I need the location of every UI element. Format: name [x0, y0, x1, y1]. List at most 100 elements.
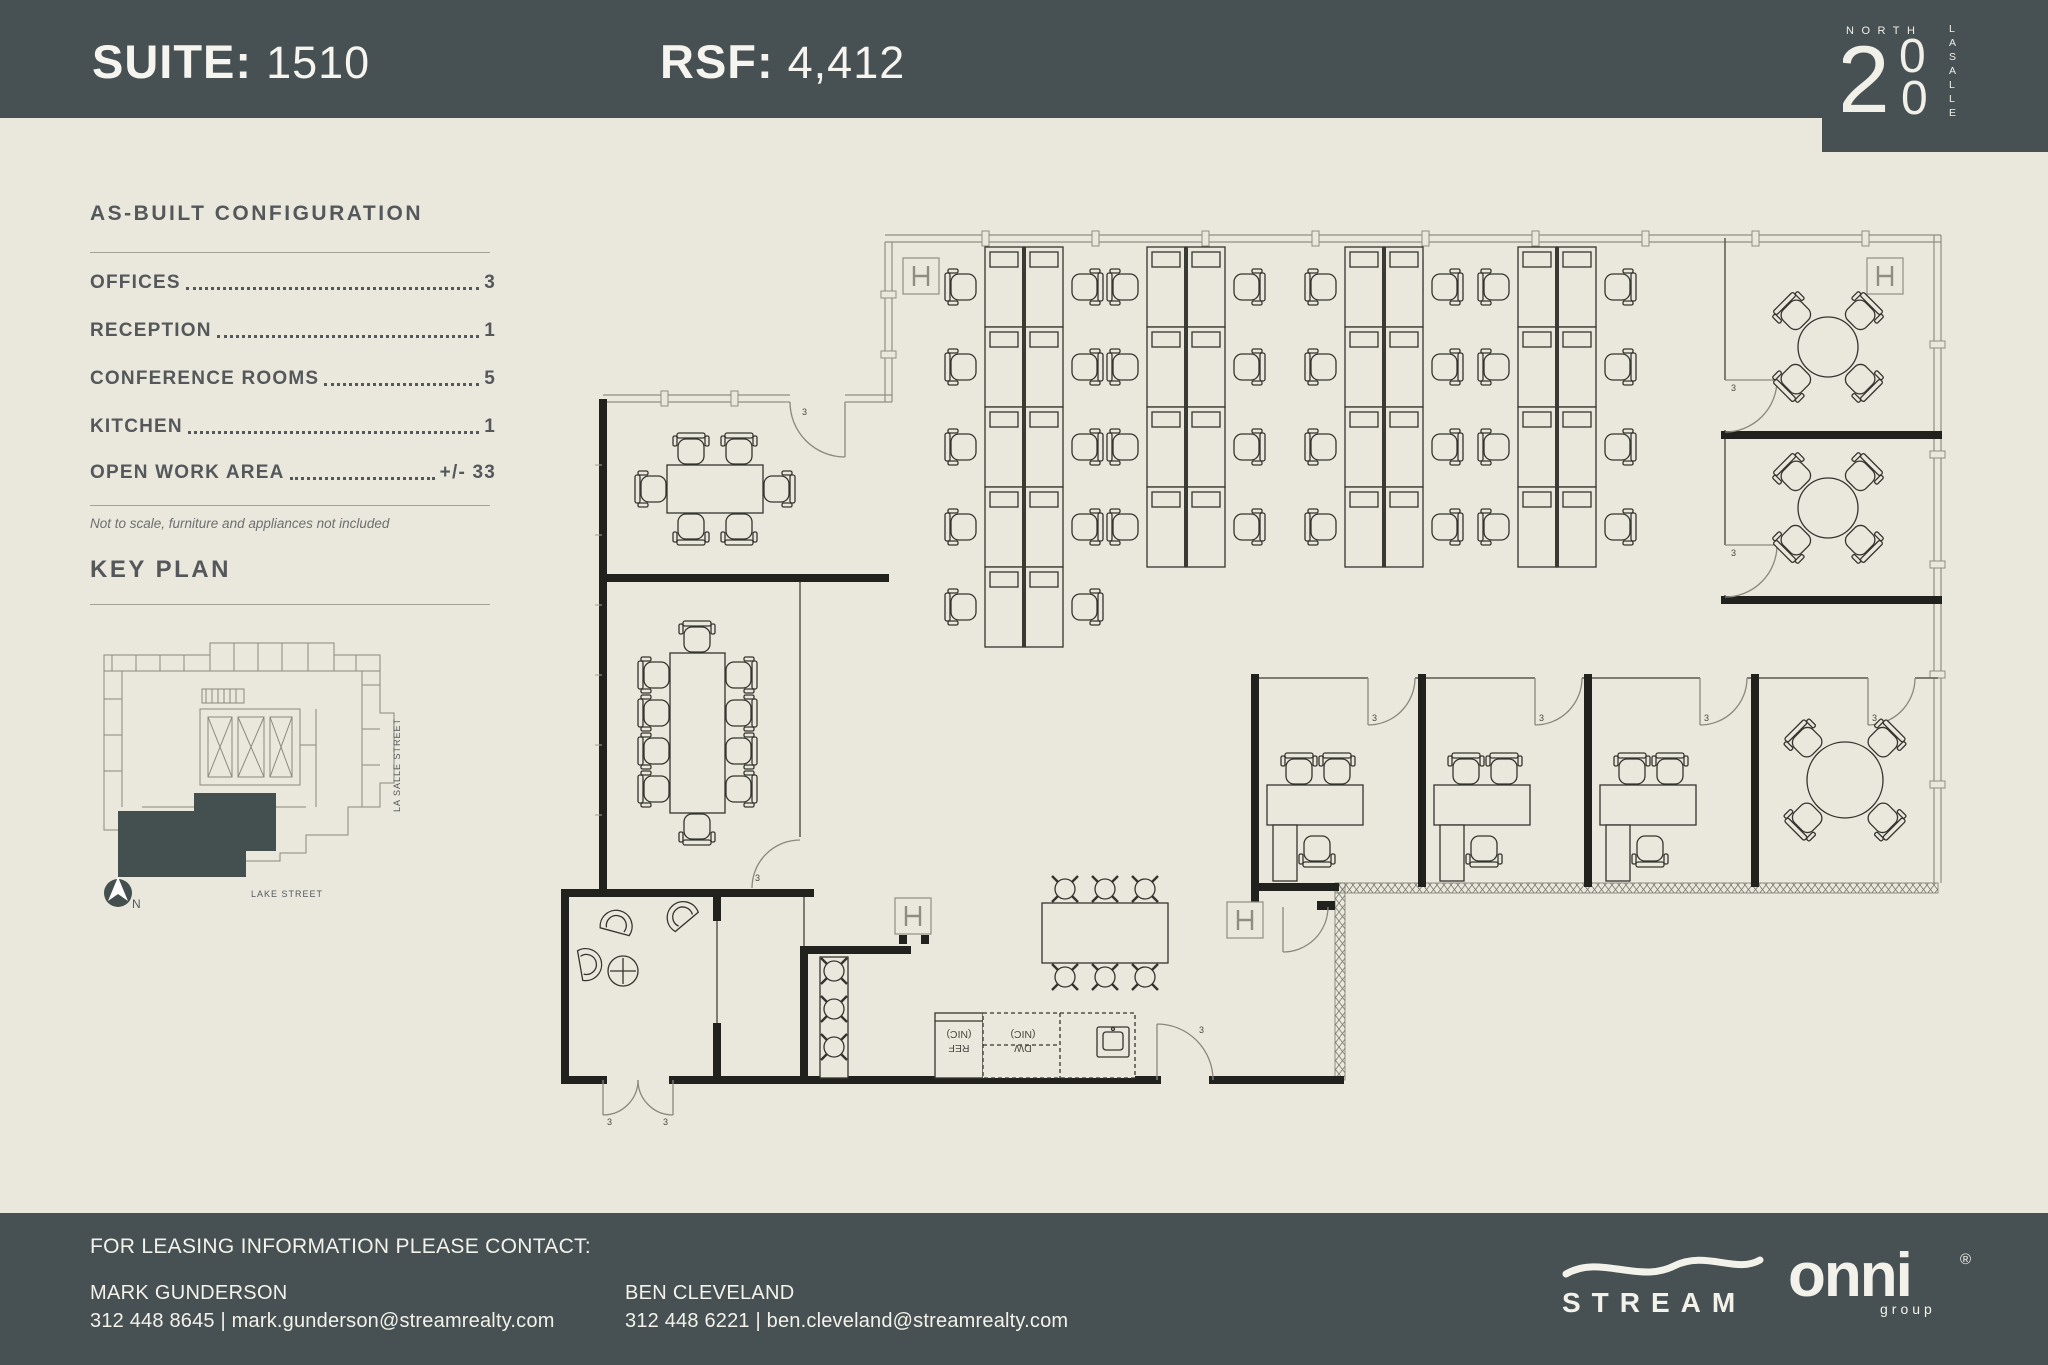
- stream-logo: STREAM: [1562, 1256, 1764, 1318]
- office-3: [1599, 752, 1697, 882]
- leader-dots: [185, 287, 480, 290]
- furniture: [576, 247, 1910, 1079]
- walls: [561, 399, 1942, 1084]
- svg-text:3: 3: [663, 1117, 668, 1127]
- config-value: +/- 33: [439, 462, 496, 483]
- svg-text:E: E: [1949, 107, 1956, 119]
- logo-north-text: NORTH: [1846, 25, 1922, 37]
- kitchen-island: [1041, 874, 1169, 992]
- meeting-room-1: [1769, 288, 1887, 406]
- contact-name: BEN CLEVELAND: [625, 1282, 795, 1304]
- config-label: RECEPTION: [90, 320, 212, 341]
- svg-text:3: 3: [1539, 713, 1544, 723]
- floor-plan: REF (NIC) DW (NIC) 3 3 3 3 3 3 3 3 3 3 3: [561, 230, 1946, 1127]
- meeting-room-2: [1769, 449, 1887, 567]
- config-label: OPEN WORK AREA: [90, 462, 285, 483]
- rsf-label: RSF:: [660, 35, 774, 88]
- plan-labels: REF (NIC) DW (NIC) 3 3 3 3 3 3 3 3 3 3 3: [607, 383, 1877, 1127]
- config-row-reception: RECEPTION 1: [90, 320, 496, 342]
- contact-line[interactable]: 312 448 6221 | ben.cleveland@streamrealt…: [625, 1310, 1069, 1332]
- onni-wordmark: onni: [1788, 1241, 1911, 1310]
- logo-zero-top: 0: [1899, 30, 1926, 83]
- key-plan-title: KEY PLAN: [90, 556, 231, 583]
- wall-stubs: [899, 901, 1335, 944]
- svg-text:3: 3: [1199, 1025, 1204, 1035]
- reception-area: [576, 894, 700, 987]
- svg-text:3: 3: [1372, 713, 1377, 723]
- ref-label: REF (NIC): [946, 1028, 971, 1054]
- contact-line[interactable]: 312 448 8645 | mark.gunderson@streamreal…: [90, 1310, 555, 1332]
- suite-highlight: [118, 793, 276, 877]
- office-1: [1266, 752, 1364, 882]
- config-label: KITCHEN: [90, 416, 183, 437]
- disclaimer-text: Not to scale, furniture and appliances n…: [90, 516, 390, 531]
- workstation-benches: [945, 247, 1636, 647]
- logo-two: 2: [1843, 27, 1890, 132]
- stream-wordmark: STREAM: [1562, 1287, 1746, 1318]
- config-label: OFFICES: [90, 272, 181, 293]
- onni-group-text: group: [1880, 1301, 1936, 1317]
- suite-label: SUITE:: [92, 35, 253, 88]
- office-2: [1433, 752, 1531, 882]
- leader-dots: [216, 335, 480, 338]
- config-value: 5: [484, 368, 496, 389]
- door-tags: 3 3 3 3 3 3 3 3 3 3 3: [607, 383, 1877, 1127]
- conference-room-1: [634, 432, 796, 546]
- column-icon: [1225, 900, 1265, 940]
- svg-text:3: 3: [1704, 713, 1709, 723]
- config-row-open-work: OPEN WORK AREA +/- 33: [90, 462, 496, 484]
- sink-icon: [1096, 1026, 1130, 1058]
- column-icon: [1865, 256, 1905, 296]
- svg-text:3: 3: [607, 1117, 612, 1127]
- hatched-walls: [1334, 882, 1939, 1081]
- svg-text:3: 3: [755, 873, 760, 883]
- config-row-conference: CONFERENCE ROOMS 5: [90, 368, 496, 390]
- svg-text:REF: REF: [949, 1042, 970, 1054]
- leader-dots: [289, 477, 435, 480]
- north-label: N: [132, 897, 141, 911]
- key-plan-map: N LAKE STREET LA SALLE STREET: [103, 642, 402, 911]
- config-title: AS-BUILT CONFIGURATION: [90, 202, 424, 225]
- column-icon: [893, 896, 933, 936]
- divider: [90, 252, 490, 253]
- leader-dots: [324, 383, 480, 386]
- stream-wave-icon: [1562, 1256, 1764, 1278]
- north-arrow-icon: N: [104, 877, 141, 911]
- divider: [90, 604, 490, 605]
- svg-text:S: S: [1949, 51, 1956, 63]
- building-logo: NORTH 2 0 0 L A S A L L E: [1843, 23, 1956, 132]
- svg-text:L: L: [1949, 79, 1955, 91]
- rsf-headline: RSF: 4,412: [660, 34, 905, 89]
- doors: [602, 379, 1916, 1116]
- svg-text:3: 3: [1731, 383, 1736, 393]
- logo-lasalle-column: L A S A L L E: [1949, 23, 1956, 119]
- conference-room-2: [637, 620, 758, 846]
- onni-logo: onni ® group: [1788, 1241, 1971, 1317]
- dw-label: DW (NIC): [1010, 1028, 1035, 1054]
- column-icon: [901, 256, 941, 296]
- config-row-kitchen: KITCHEN 1: [90, 416, 496, 438]
- svg-text:3: 3: [1872, 713, 1877, 723]
- svg-text:3: 3: [802, 407, 807, 417]
- divider: [90, 505, 490, 506]
- logo-tab: [1822, 0, 2048, 152]
- suite-value: 1510: [266, 37, 371, 88]
- svg-text:(NIC): (NIC): [946, 1028, 971, 1040]
- config-value: 1: [484, 416, 496, 437]
- config-label: CONFERENCE ROOMS: [90, 368, 320, 389]
- leasing-heading: FOR LEASING INFORMATION PLEASE CONTACT:: [90, 1235, 591, 1258]
- lasalle-street-label: LA SALLE STREET: [392, 718, 402, 812]
- svg-text:A: A: [1949, 37, 1956, 49]
- rsf-value: 4,412: [787, 37, 906, 88]
- config-row-offices: OFFICES 3: [90, 272, 496, 294]
- svg-text:L: L: [1949, 93, 1955, 105]
- window-walls: [603, 234, 1942, 883]
- svg-text:L: L: [1949, 23, 1955, 35]
- meeting-room-3: [1780, 715, 1910, 845]
- header-bar: [0, 0, 2048, 118]
- glass-walls: [716, 238, 1938, 1027]
- suite-headline: SUITE: 1510: [92, 34, 370, 89]
- svg-text:(NIC): (NIC): [1010, 1028, 1035, 1040]
- svg-text:A: A: [1949, 65, 1956, 77]
